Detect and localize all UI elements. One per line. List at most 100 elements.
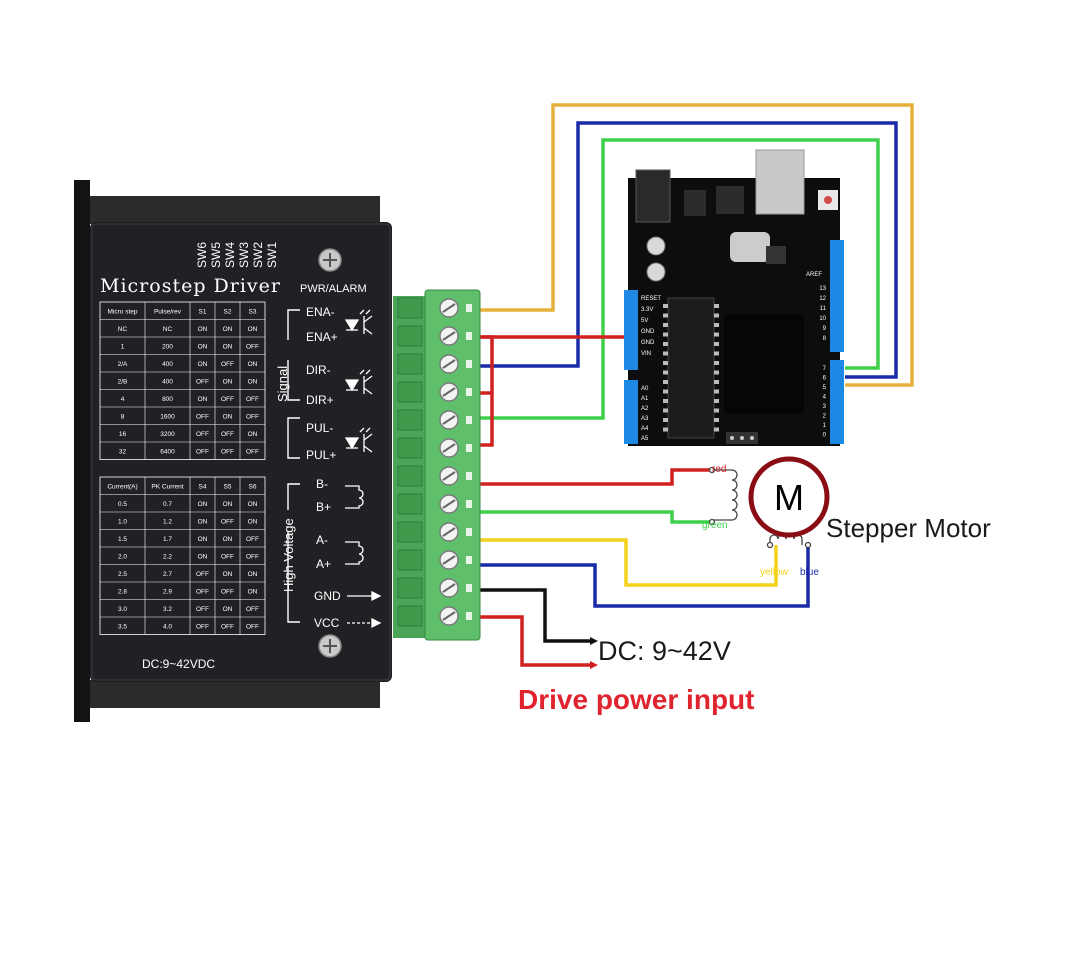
sw-label-5: SW5: [209, 242, 223, 268]
chip-pin: [663, 351, 668, 356]
wire-label-red: red: [712, 464, 726, 475]
dc-jack: [635, 169, 671, 223]
chip-pin: [714, 399, 719, 403]
chip-pin: [663, 370, 668, 375]
sw-label-6: SW6: [195, 242, 209, 268]
screw-slot: [442, 331, 456, 341]
microstep-table-cell: ON: [223, 326, 233, 333]
chip-pin: [714, 313, 719, 318]
microstep-table-cell: 32: [119, 449, 127, 456]
motor-circle: [748, 456, 830, 538]
pin-label-b-plus: B+: [316, 500, 331, 514]
current-table-cell: ON: [223, 536, 233, 543]
microstep-table-cell: 400: [162, 379, 173, 386]
chip-pin: [663, 361, 668, 365]
current-table-cell: OFF: [246, 536, 259, 543]
current-table-grid: [99, 476, 266, 635]
current-table-cell: 1.7: [163, 536, 172, 543]
chip-pin: [714, 370, 719, 375]
wire-green-top: [478, 138, 880, 420]
analog-pin-label: A4: [641, 426, 649, 432]
microstep-table-grid: [99, 301, 266, 460]
pin-label-vcc: VCC: [314, 616, 340, 630]
driver-title: Microstep Driver: [100, 275, 281, 297]
digital-pin-label: 9: [823, 326, 827, 332]
sw-label-3: SW3: [237, 242, 251, 268]
current-table-cell: 1.0: [118, 519, 127, 526]
dc-voltage-label: DC: 9~42V: [598, 636, 731, 666]
screw-top: [318, 248, 342, 272]
current-table-header-cell: Current(A): [107, 484, 137, 491]
current-table-cell: ON: [198, 501, 208, 508]
pin-label-gnd: GND: [314, 589, 341, 603]
terminal-block: [393, 289, 481, 641]
chip-pin: [714, 380, 719, 384]
chip-pins: [663, 304, 719, 432]
terminal-slot: [397, 325, 423, 347]
microstep-table-cell: 16: [119, 431, 127, 438]
current-table-cell: OFF: [246, 624, 259, 631]
terminal-contact: [466, 416, 472, 424]
current-table-cell: OFF: [246, 554, 259, 561]
current-table-cell: OFF: [221, 624, 234, 631]
microstep-table-cell: 1: [121, 344, 125, 351]
optocoupler-icons: [344, 309, 373, 453]
regulator: [716, 186, 744, 214]
analog-pin-label: A2: [641, 406, 649, 412]
driver-bottom-fin: [90, 680, 380, 708]
screw-slot: [442, 611, 456, 621]
microstep-table-cell: OFF: [196, 414, 209, 421]
screw-slot: [442, 583, 456, 593]
chip-pin: [714, 323, 719, 327]
analog-pin-label: A0: [641, 386, 649, 392]
sw-label-4: SW4: [223, 242, 237, 268]
digital-pin-label: 2: [823, 414, 827, 420]
pin-label-dir-plus: DIR+: [306, 393, 334, 407]
screw-slot: [442, 471, 456, 481]
wire-blue-motor: [478, 545, 810, 608]
capacitor-2: [646, 262, 666, 282]
screw-slot: [442, 499, 456, 509]
pwr-alarm-label: PWR/ALARM: [300, 283, 367, 295]
current-table-header-cell: S4: [199, 484, 207, 491]
chip-pin: [663, 323, 668, 327]
wire-label-blue: blue: [800, 567, 819, 578]
power-pin-label: GND: [641, 329, 655, 335]
wires: [478, 103, 914, 667]
power-pin-label: GND: [641, 340, 655, 346]
wire-red-bridge: [478, 335, 494, 447]
terminal-contact: [466, 472, 472, 480]
terminal-contact: [466, 556, 472, 564]
power-pin-label: 3.3V: [641, 307, 653, 313]
capacitor-1: [646, 236, 666, 256]
terminal-slot: [397, 521, 423, 543]
crystal: [730, 232, 770, 262]
terminal-slot: [397, 605, 423, 627]
digital-pin-label: 13: [819, 286, 826, 292]
screw-slot: [442, 415, 456, 425]
microstep-table-cell: ON: [223, 344, 233, 351]
terminal-contact: [466, 612, 472, 620]
chip-pin: [714, 351, 719, 356]
current-table-cell: ON: [198, 536, 208, 543]
current-table-cell: 1.2: [163, 519, 172, 526]
current-table-cell: OFF: [221, 554, 234, 561]
microcontroller-chip: [667, 297, 715, 439]
screw-bottom: [318, 634, 342, 658]
pin-label-a-plus: A+: [316, 557, 331, 571]
microstep-table-cell: OFF: [246, 396, 259, 403]
chip-pin: [663, 342, 668, 346]
terminal-slot: [397, 549, 423, 571]
screw-slot: [442, 443, 456, 453]
current-table-cell: ON: [248, 519, 258, 526]
microstep-table-cell: OFF: [196, 431, 209, 438]
analog-pin-label: A3: [641, 416, 649, 422]
chip-pin: [714, 389, 719, 394]
digital-pin-label: 11: [820, 306, 827, 312]
digital-pin-label: 5: [823, 385, 827, 391]
chip-pin: [663, 399, 668, 403]
wire-black-gnd: [478, 588, 590, 643]
